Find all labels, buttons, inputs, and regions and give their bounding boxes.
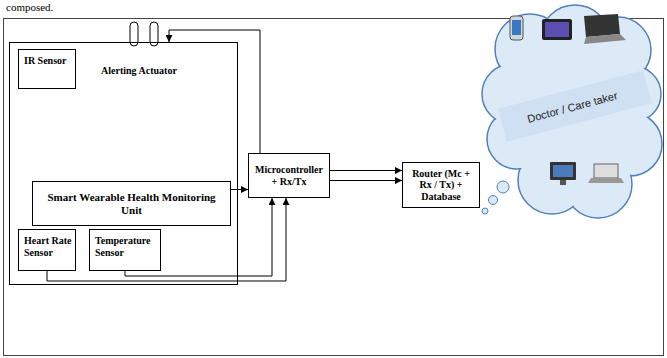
node-text: Heart Rate Sensor	[24, 235, 72, 258]
node-text: Microcontroller + Rx/Tx	[253, 164, 325, 187]
cloud-bubble	[482, 208, 488, 214]
text-block: Heart Rate Sensor	[24, 235, 72, 258]
microcontroller-box: Microcontroller + Rx/Tx	[248, 153, 330, 198]
phone-icon	[510, 16, 523, 40]
sensor-box: Heart Rate Sensor	[18, 229, 76, 271]
text-block: Alerting Actuator	[101, 65, 177, 77]
laptop-base	[584, 34, 626, 44]
text-block: Temperature Sensor	[95, 235, 157, 258]
text-block: IR Sensor	[24, 55, 72, 67]
monitor-stand	[560, 180, 566, 185]
signal-arrow	[330, 170, 402, 171]
cloud-outline	[480, 4, 665, 226]
tablet-icon	[542, 19, 572, 40]
phone-screen	[512, 20, 521, 35]
figure-frame	[4, 19, 664, 356]
device-icons	[510, 14, 626, 185]
laptop-icon	[594, 164, 618, 178]
cloud-shape: Doctor / Care taker	[480, 4, 665, 226]
monitor-screen	[553, 165, 573, 177]
node-text: IR Sensor	[24, 55, 72, 67]
laptop-base	[588, 178, 624, 183]
router-box: Router (Mc + Rx / Tx) + Database	[402, 162, 480, 208]
cloud-bubble	[497, 181, 509, 193]
node-text: Router (Mc + Rx / Tx) + Database	[407, 168, 475, 203]
sensor-box: IR Sensor	[18, 49, 76, 89]
node-text: Temperature Sensor	[95, 235, 157, 258]
tablet-screen	[545, 22, 569, 37]
signal-arrow	[169, 30, 260, 153]
signal-arrow	[330, 180, 402, 181]
signal-arrow	[231, 189, 248, 190]
monitor-icon	[550, 162, 576, 180]
cloud-bubble	[489, 196, 498, 205]
node-text: Alerting Actuator	[101, 65, 177, 77]
text-band	[498, 70, 652, 142]
text-block: Router (Mc + Rx / Tx) + Database	[407, 168, 475, 203]
caption-fragment: composed.	[6, 1, 53, 13]
text-block: Microcontroller + Rx/Tx	[253, 164, 325, 187]
sensor-box: Temperature Sensor	[89, 229, 161, 271]
node-text: Smart Wearable Health Monitoring Unit	[37, 191, 226, 216]
text-block: Smart Wearable Health Monitoring Unit	[37, 191, 226, 216]
laptop-icon	[584, 14, 620, 37]
monitoring-unit-box: Smart Wearable Health Monitoring Unit	[32, 181, 231, 226]
wearable-unit-box: Alerting Actuator IR SensorSmart Wearable…	[9, 42, 238, 285]
